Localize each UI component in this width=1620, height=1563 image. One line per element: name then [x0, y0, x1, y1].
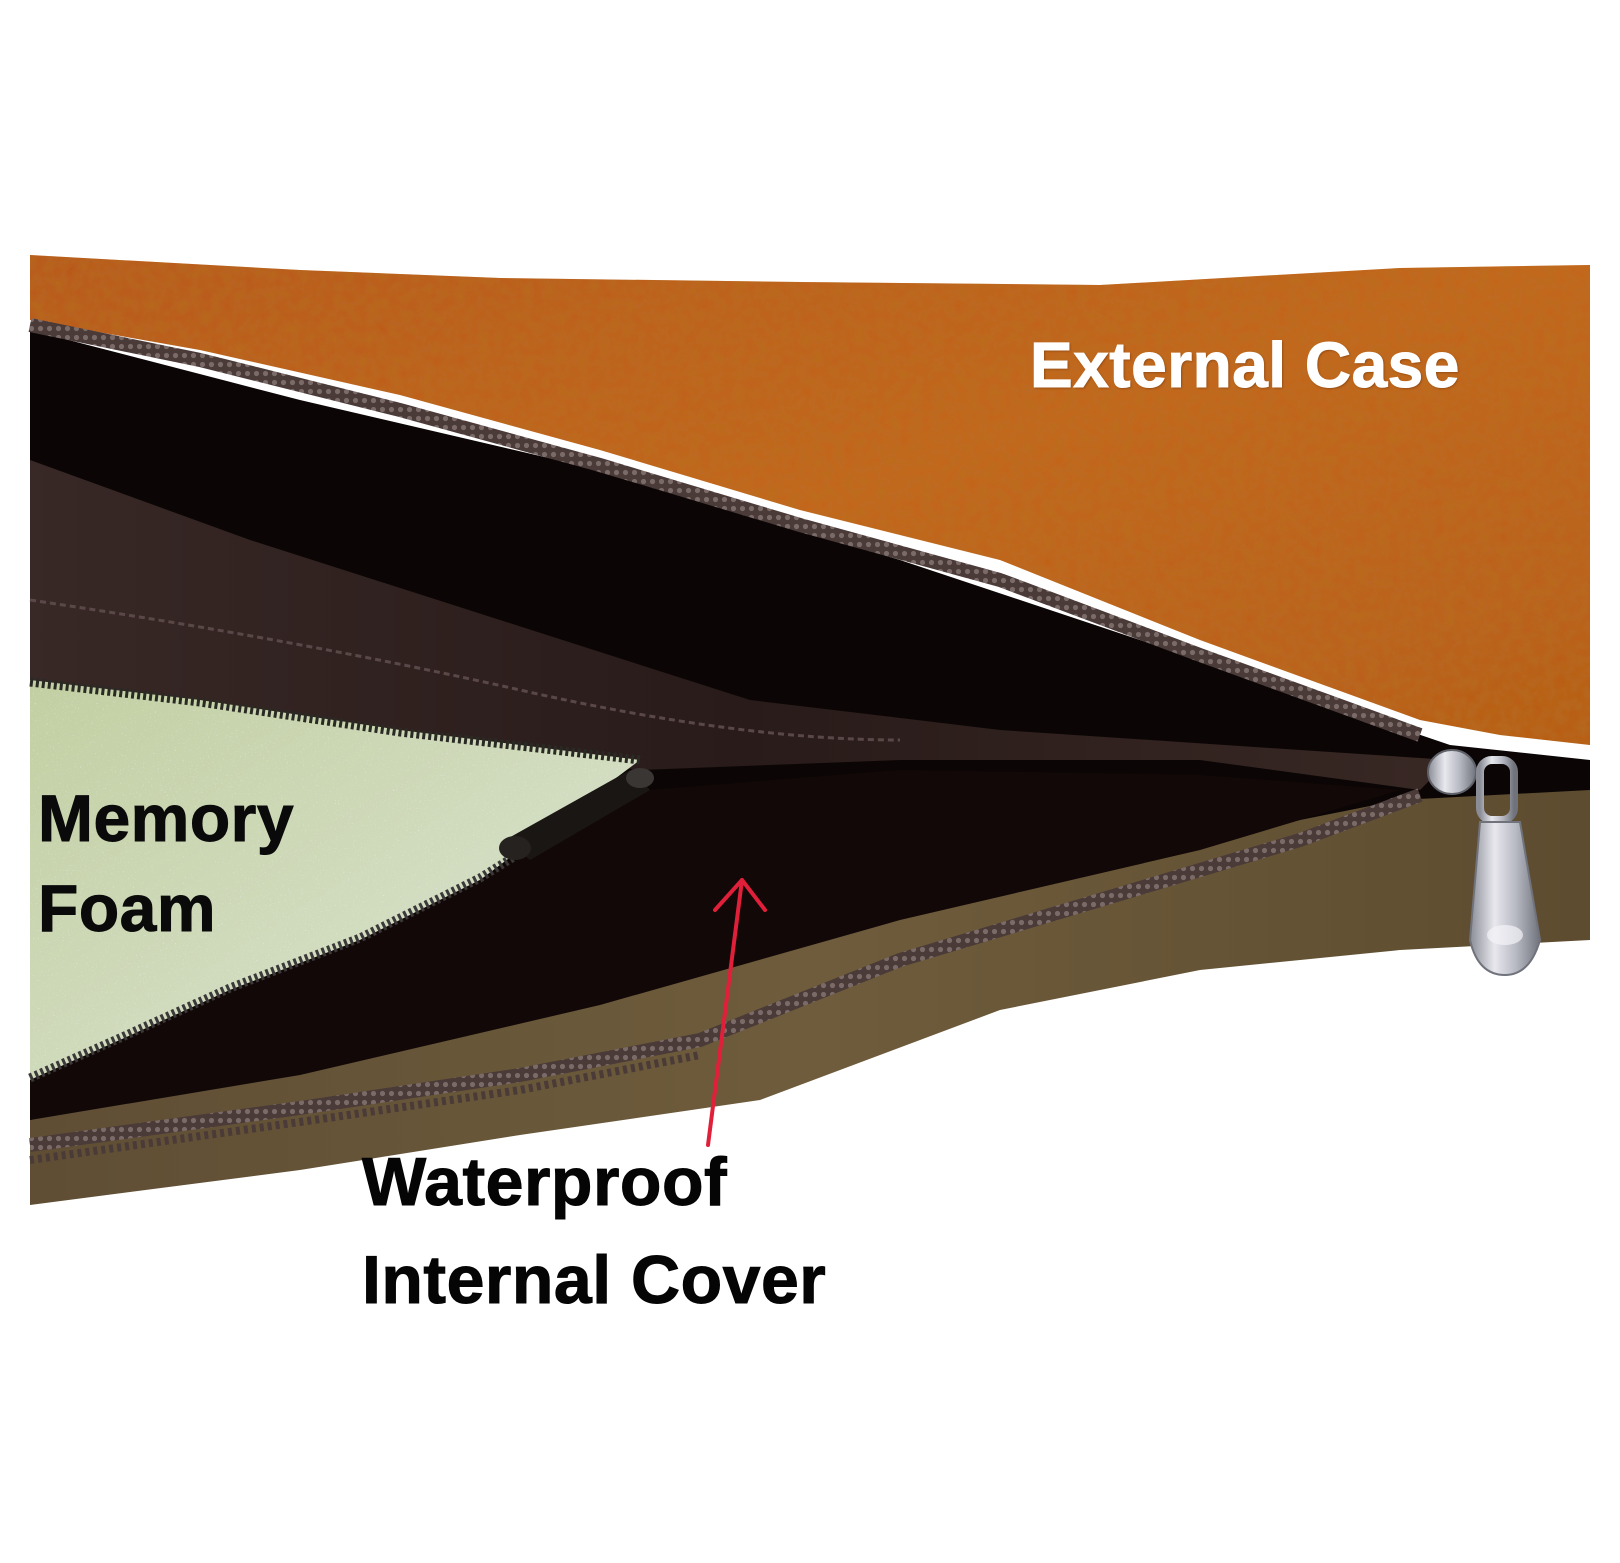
label-memory-foam: Memory Foam — [37, 781, 295, 965]
label-external-case: External Case — [1030, 329, 1460, 401]
foam-top-zipper — [29, 677, 641, 765]
memory-foam-layer — [30, 680, 640, 1080]
label-waterproof-internal-cover: Waterproof Internal Cover — [361, 1144, 827, 1344]
inner-zipper-slider — [499, 768, 654, 860]
label-memory-foam-line1: Memory — [37, 781, 295, 855]
nylon-seam — [29, 598, 901, 742]
zipper-pull — [1427, 749, 1542, 977]
waterproof-cover-upper — [30, 460, 1450, 790]
label-memory-foam-line2: Foam — [37, 871, 217, 945]
label-waterproof-line1: Waterproof — [361, 1144, 728, 1220]
label-waterproof-line2: Internal Cover — [361, 1242, 827, 1318]
lower-external-zipper — [29, 788, 1423, 1152]
upper-external-zipper — [28, 318, 1423, 742]
arrow-icon — [706, 878, 767, 1147]
waterproof-cover-lower — [30, 770, 1400, 1120]
external-case-layer — [30, 255, 1590, 745]
inner-cover-zipper — [28, 824, 563, 1083]
